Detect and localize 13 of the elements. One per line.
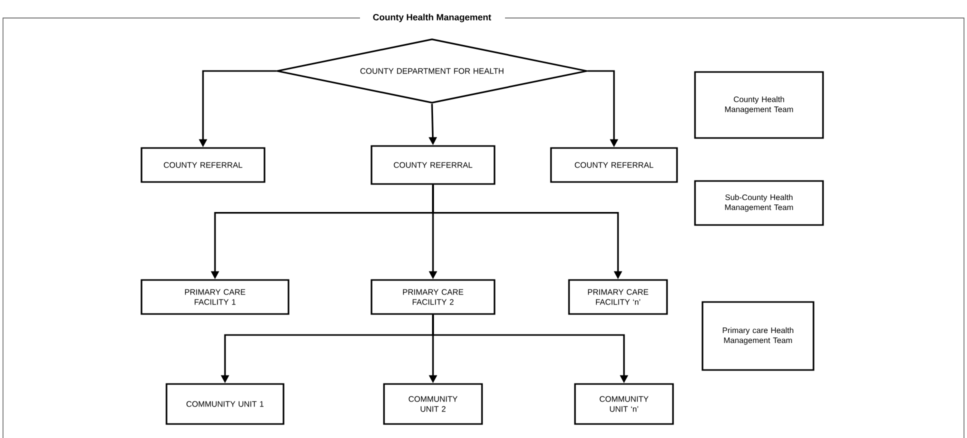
process-box: COUNTY REFERRAL xyxy=(140,147,266,183)
process-box: PRIMARY CARE FACILITY 2 xyxy=(370,279,496,315)
process-box: Sub-County Health Management Team xyxy=(694,180,824,226)
process-box: PRIMARY CARE FACILITY 1 xyxy=(140,279,290,315)
process-box: COUNTY REFERRAL xyxy=(550,147,678,183)
process-box: COMMUNITY UNIT 2 xyxy=(383,383,483,425)
process-box: COUNTY REFERRAL xyxy=(370,145,496,185)
process-box: COMMUNITY UNIT 1 xyxy=(166,383,284,425)
process-box: Primary care Health Management Team xyxy=(702,301,814,371)
process-box: PRIMARY CARE FACILITY ‘n’ xyxy=(568,279,668,315)
process-box: COMMUNITY UNIT ‘n’ xyxy=(574,383,674,425)
process-box: County Health Management Team xyxy=(694,71,824,139)
diagram-title: County Health Management xyxy=(373,14,492,22)
